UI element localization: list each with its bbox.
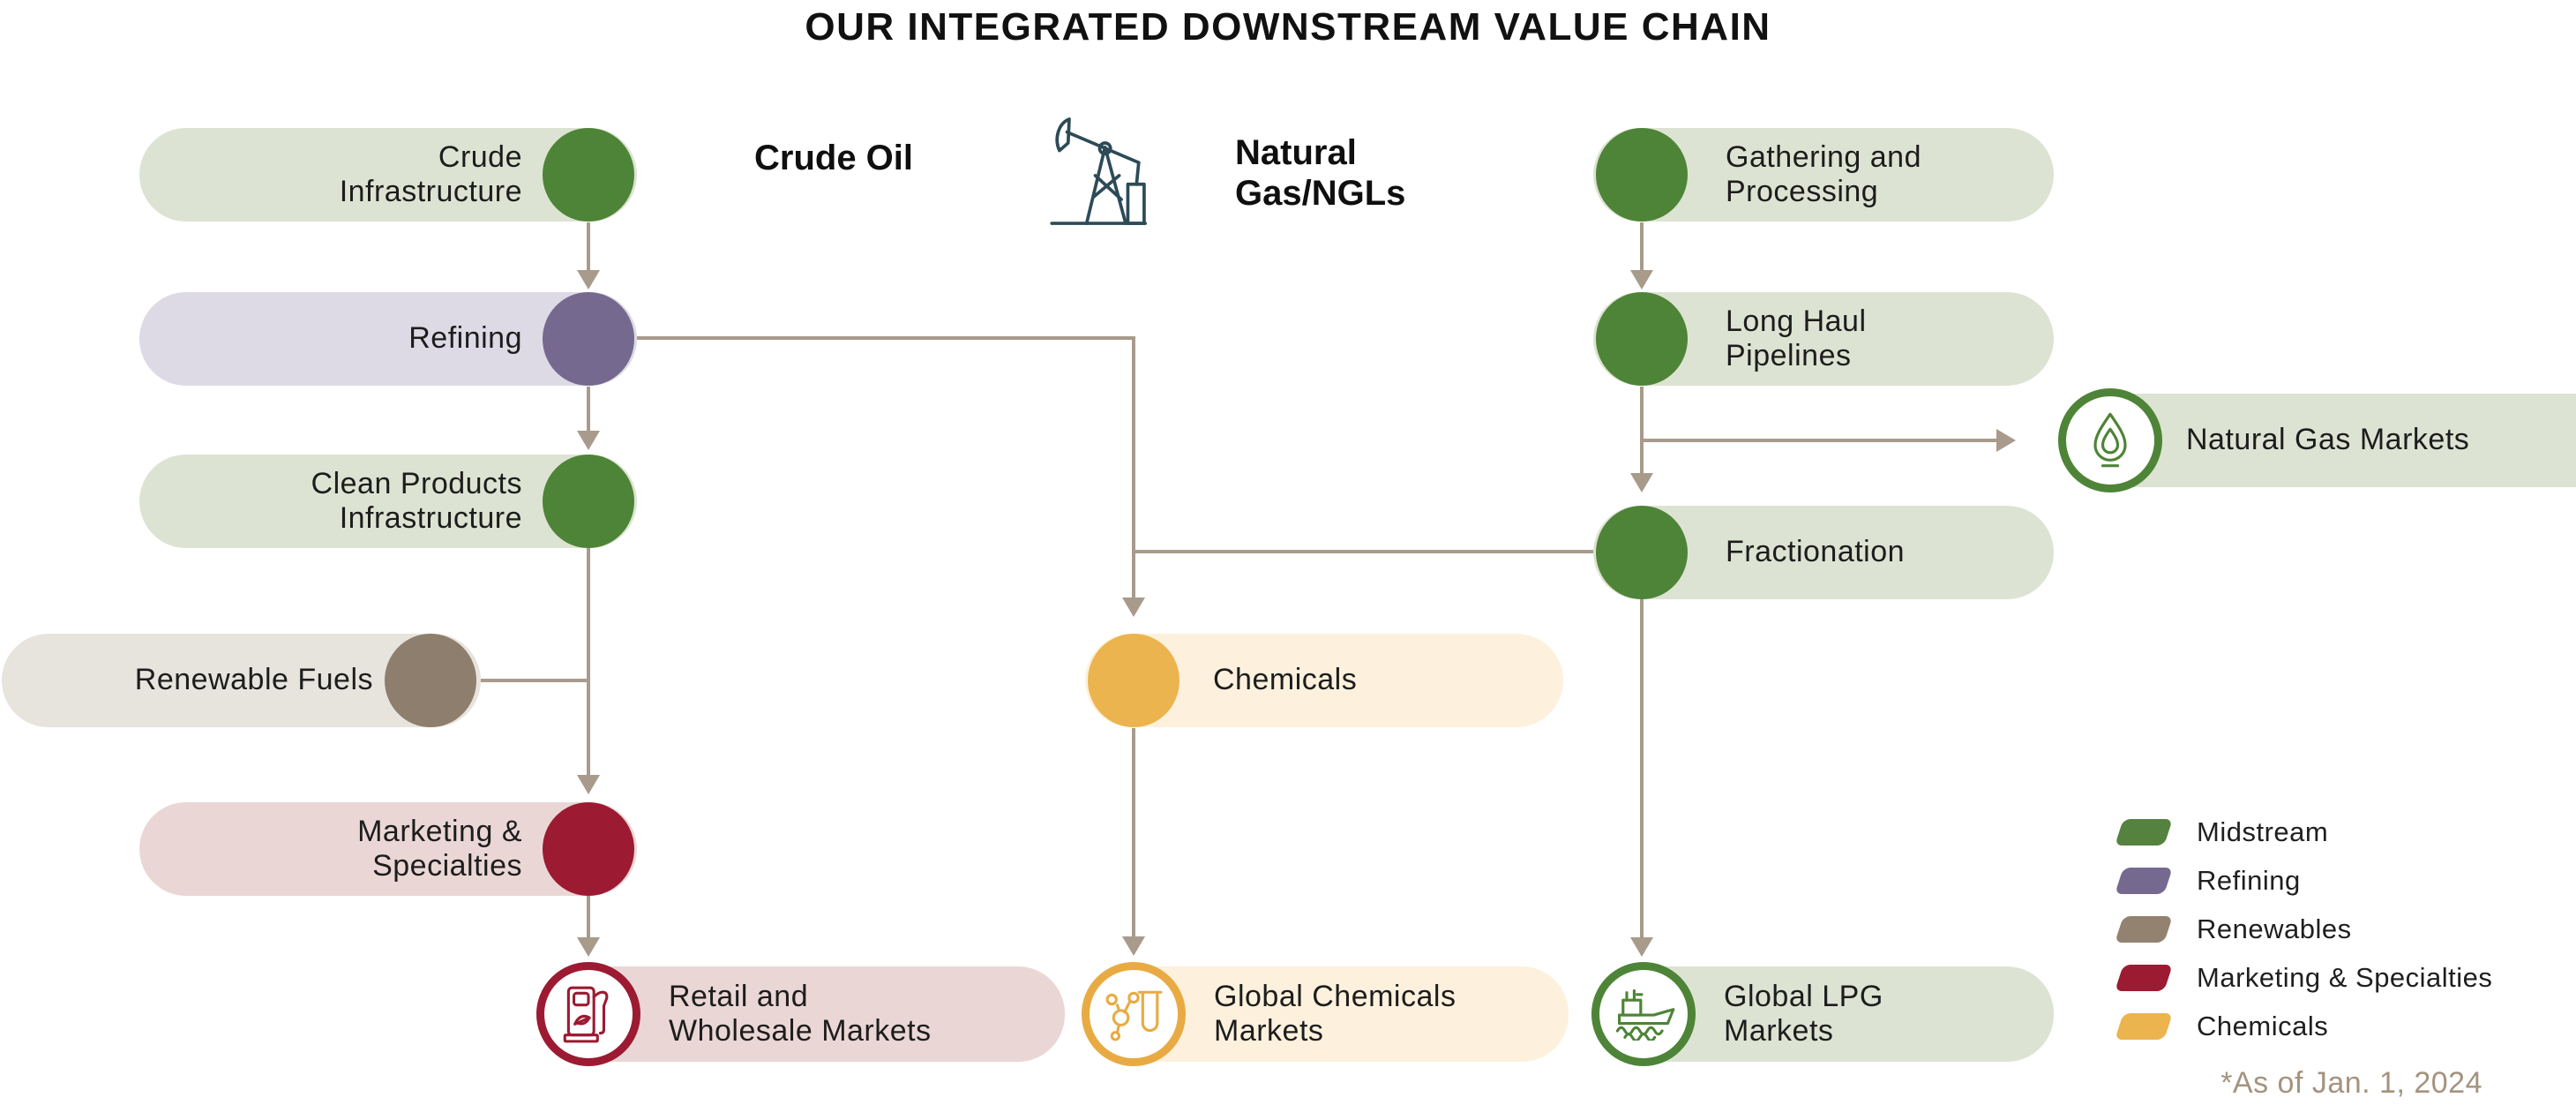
node-label: Chemicals (1213, 663, 1358, 697)
chemicals-dot-icon (1088, 634, 1179, 727)
natural-gas-label: Natural Gas/NGLs (1235, 132, 1405, 214)
legend-label: Midstream (2197, 816, 2329, 847)
connector-gathering-to-pipelines (1640, 222, 1644, 274)
node-label: Infrastructure (339, 175, 522, 208)
chemicals-swatch-icon (2115, 1013, 2173, 1040)
legend-label: Chemicals (2197, 1011, 2329, 1041)
node-label: Gathering and (1726, 139, 1921, 174)
node-label: Processing (1726, 175, 1879, 208)
node-label: Clean Products (311, 466, 522, 500)
arrow-down-icon (1630, 937, 1653, 957)
connector-pipelines-to-fractionation (1640, 387, 1644, 477)
midstream-dot-icon (1596, 506, 1688, 599)
molecule-test-tube-icon (1082, 962, 1186, 1066)
arrow-down-icon (1122, 936, 1145, 956)
marketing-dot-icon (543, 802, 634, 896)
midstream-dot-icon (1596, 128, 1688, 222)
arrow-down-icon (1122, 598, 1145, 617)
fuel-pump-icon (536, 962, 640, 1066)
connector-chemicals-to-markets (1132, 728, 1135, 940)
legend-label: Refining (2197, 865, 2301, 896)
midstream-dot-icon (1596, 292, 1688, 386)
node-label: Marketing & (357, 814, 522, 848)
node-label: Global Chemicals (1214, 979, 1456, 1013)
arrow-down-icon (577, 270, 600, 289)
natural-gas-label-line1: Natural (1235, 133, 1357, 172)
node-label: Natural Gas Markets (2186, 423, 2470, 457)
natural-gas-label-line2: Gas/NGLs (1235, 174, 1406, 213)
ship-icon (1591, 962, 1696, 1066)
node-label: Infrastructure (339, 501, 522, 535)
footnote: *As of Jan. 1, 2024 (2220, 1066, 2482, 1100)
node-label: Long Haul (1726, 304, 1867, 338)
arrow-down-icon (1630, 270, 1653, 289)
midstream-dot-icon (543, 455, 634, 548)
node-label: Wholesale Markets (669, 1014, 932, 1048)
legend-label: Renewables (2197, 913, 2352, 944)
refining-swatch-icon (2115, 868, 2173, 894)
marketing-swatch-icon (2115, 965, 2173, 991)
legend-label: Marketing & Specialties (2197, 962, 2493, 993)
connector-crude-to-refining (587, 222, 590, 274)
renewables-swatch-icon (2115, 916, 2173, 943)
node-label: Markets (1214, 1014, 1324, 1048)
midstream-dot-icon (543, 128, 634, 222)
connector-fractionation-join (1134, 550, 1593, 553)
connector-renewables-join (479, 679, 588, 682)
legend-item-midstream: Midstream (2115, 816, 2492, 847)
node-label: Fractionation (1726, 535, 1906, 569)
legend-item-marketing-specialties: Marketing & Specialties (2115, 962, 2493, 993)
renewables-dot-icon (385, 634, 476, 727)
refining-dot-icon (543, 292, 634, 386)
page-title: OUR INTEGRATED DOWNSTREAM VALUE CHAIN (805, 5, 1771, 49)
flame-icon (2058, 388, 2162, 492)
arrow-down-icon (577, 937, 600, 957)
node-label: Global LPG (1724, 979, 1883, 1013)
connector-refining-to-clean (587, 387, 590, 434)
arrow-down-icon (577, 775, 600, 794)
connector-refining-east (635, 336, 1135, 340)
legend-item-refining: Refining (2115, 865, 2492, 896)
arrow-down-icon (577, 431, 600, 450)
legend-item-chemicals: Chemicals (2115, 1011, 2492, 1041)
node-label: Refining (408, 321, 522, 356)
node-label: Retail and (669, 979, 809, 1013)
node-label: Renewable Fuels (134, 663, 373, 697)
connector-marketing-to-retail (587, 895, 590, 941)
node-gathering-processing: Gathering and Processing (1593, 128, 2054, 222)
midstream-swatch-icon (2115, 819, 2173, 846)
node-label: Pipelines (1726, 339, 1852, 372)
legend-item-renewables: Renewables (2115, 913, 2492, 944)
node-label: Markets (1724, 1014, 1834, 1048)
connector-to-gas-markets (1642, 439, 1996, 442)
arrow-right-icon (1996, 429, 2016, 452)
connector-clean-to-marketing (587, 547, 590, 778)
connector-to-chemicals (1132, 336, 1135, 601)
connector-fractionation-to-lpg (1640, 598, 1644, 941)
node-label: Crude (438, 139, 522, 174)
arrow-down-icon (1630, 473, 1653, 492)
node-label: Specialties (372, 849, 522, 883)
crude-oil-label: Crude Oil (754, 139, 914, 177)
pumpjack-icon (1043, 115, 1152, 228)
legend: Midstream Refining Renewables Marketing … (2115, 816, 2493, 1041)
